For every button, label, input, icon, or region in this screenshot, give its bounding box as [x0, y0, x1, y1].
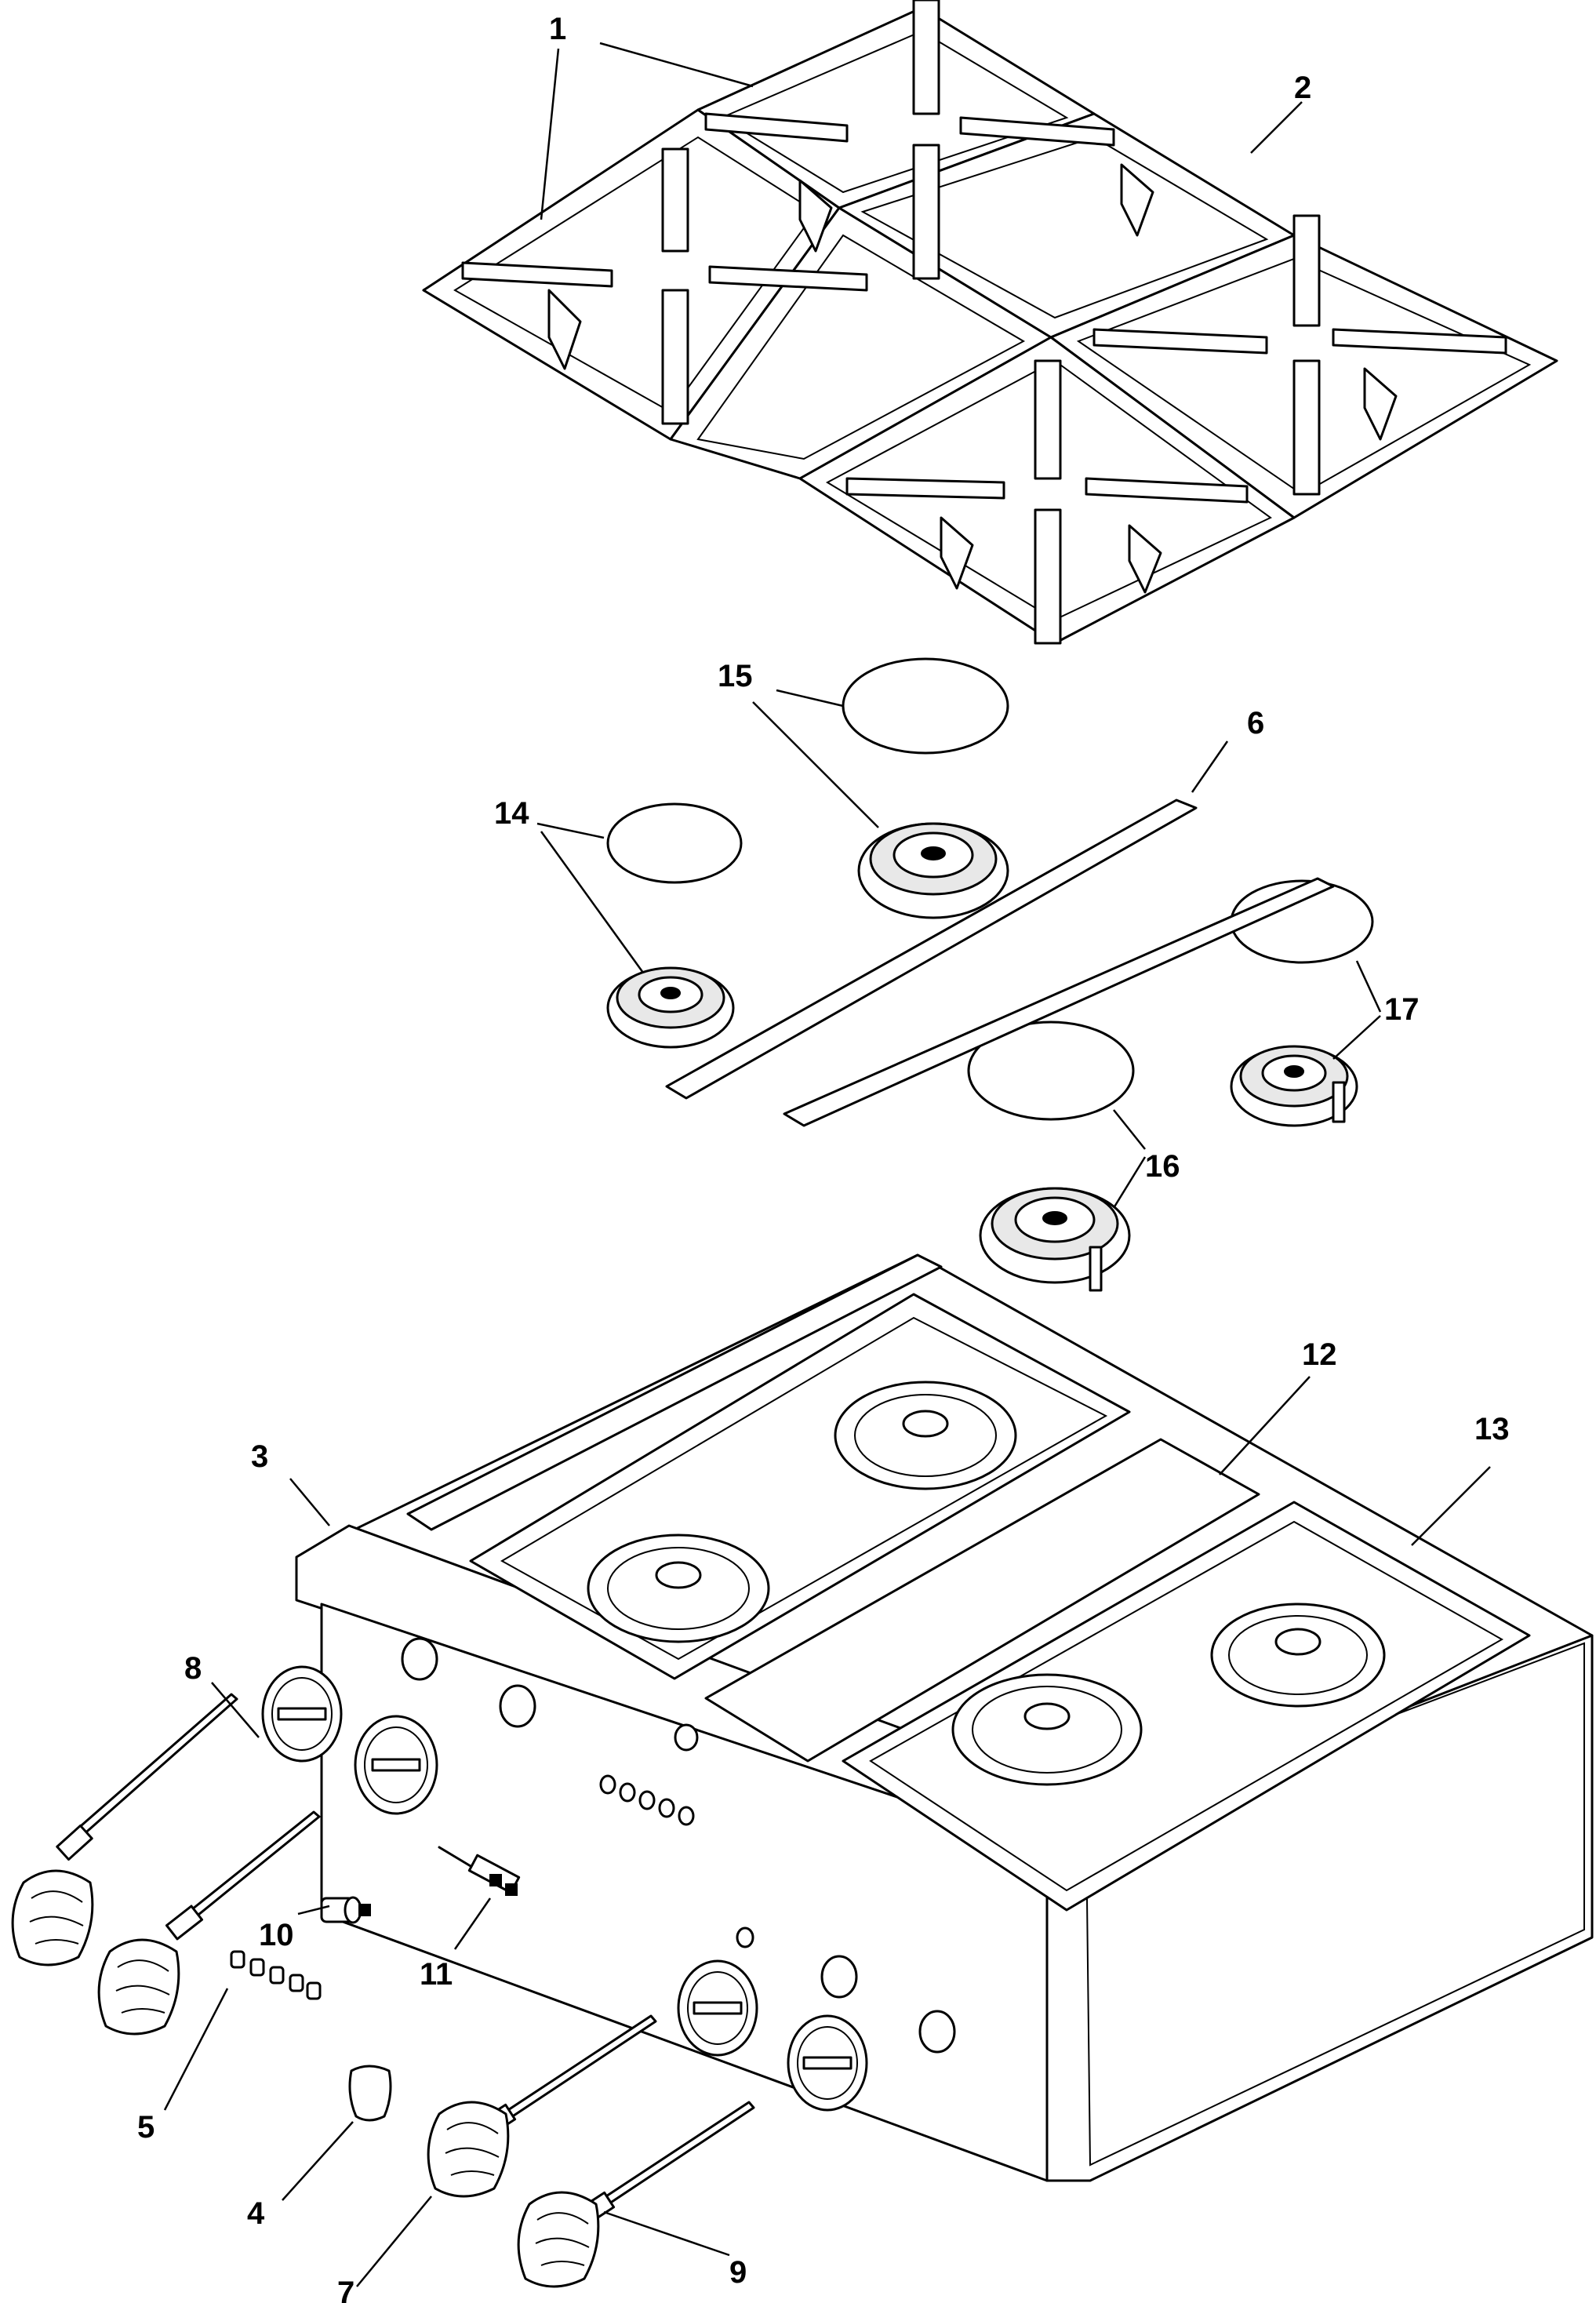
grate-inner-3 — [696, 234, 1026, 460]
grate-fingers — [461, 0, 1507, 645]
grate-inner-2 — [719, 30, 1069, 194]
part-label-7: 7 — [337, 2276, 354, 2303]
grate-inner-6 — [825, 359, 1272, 621]
trim-strip-lower — [783, 877, 1335, 1127]
cooktop-chassis — [295, 1253, 1594, 2182]
part-label-16: 16 — [1145, 1149, 1180, 1184]
cooktop-side-panel — [1045, 1634, 1594, 2182]
drip-tray-right — [842, 1501, 1531, 1912]
bezel-8d — [787, 2014, 868, 2112]
drip-tray-right-inner — [869, 1520, 1504, 1892]
bezel-8a — [261, 1665, 343, 1763]
burner-grates — [422, 0, 1558, 645]
grate-right-front — [798, 336, 1296, 645]
knob-7d — [517, 2191, 600, 2288]
leader-lines — [163, 42, 1491, 2287]
cooktop-rear-lip — [406, 1253, 943, 1531]
part-label-10: 10 — [259, 1918, 294, 1952]
side-panel-inner — [1085, 1642, 1585, 2167]
knob-holes — [401, 1637, 956, 2054]
knob-bezels — [261, 1665, 868, 2112]
grate-inner-5 — [1076, 257, 1532, 496]
burner-cap-15 — [842, 657, 1009, 755]
bezel-8b — [354, 1715, 438, 1815]
knob-7b — [97, 1938, 180, 2036]
indicator-lamp-10 — [320, 1896, 371, 1924]
part-labels: 1 2 15 6 14 17 16 12 13 3 8 10 11 5 4 9 … — [137, 12, 1510, 2303]
part-label-15: 15 — [718, 659, 753, 693]
part-label-17: 17 — [1384, 992, 1420, 1027]
burner-17 — [1230, 1045, 1358, 1127]
indicator-lights — [599, 1774, 695, 1826]
part-label-13: 13 — [1474, 1412, 1510, 1446]
part-label-9: 9 — [729, 2255, 747, 2290]
trim-strips — [665, 799, 1335, 1127]
part-label-11: 11 — [420, 1957, 453, 1992]
burner-15 — [857, 822, 1009, 919]
switch-buttons-5 — [230, 1950, 322, 2000]
burner-heads — [606, 822, 1358, 1292]
bezel-8c — [677, 1959, 758, 2057]
part-label-3: 3 — [251, 1439, 268, 1474]
burner-cap-14 — [606, 802, 743, 884]
part-label-2: 2 — [1294, 71, 1311, 105]
trim-strip-6 — [665, 799, 1198, 1100]
valve-shafts — [56, 1693, 755, 2227]
center-tray — [704, 1438, 1260, 1763]
burner-14 — [606, 966, 735, 1049]
control-knobs — [11, 1869, 600, 2288]
part-label-12: 12 — [1302, 1337, 1337, 1372]
burner-16 — [979, 1187, 1131, 1292]
knob-7a — [11, 1869, 94, 1966]
part-label-6: 6 — [1247, 706, 1264, 740]
knob-7c — [427, 2101, 510, 2198]
part-label-1: 1 — [549, 12, 566, 46]
spark-module-11 — [438, 1846, 521, 1896]
part-label-4: 4 — [247, 2196, 265, 2231]
burner-cap-16 — [967, 1021, 1135, 1121]
grate-inner-4 — [860, 136, 1269, 319]
part-label-14: 14 — [494, 796, 529, 831]
part-label-8: 8 — [184, 1651, 202, 1686]
switch-knob-4 — [348, 2065, 392, 2122]
part-label-5: 5 — [137, 2110, 155, 2145]
burner-caps — [606, 657, 1374, 1121]
